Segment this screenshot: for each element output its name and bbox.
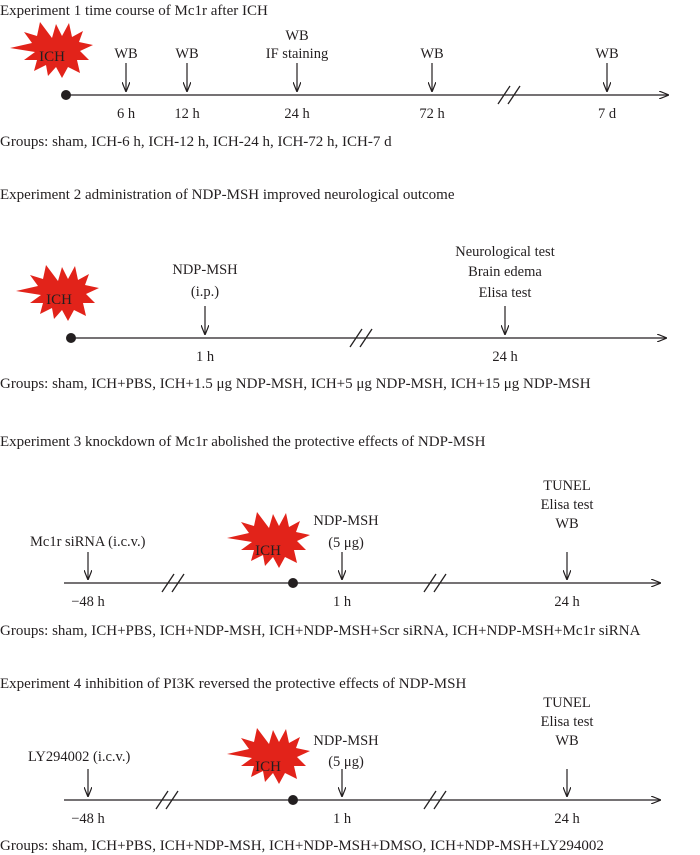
timepoint-event: NDP-MSH (i.p.) 1 h xyxy=(172,262,238,365)
event-label: WB xyxy=(595,46,618,62)
timepoint-event: Neurological test Brain edema Elisa test… xyxy=(455,244,554,365)
event-label: WB xyxy=(175,46,198,62)
timepoint-label: 24 h xyxy=(284,106,310,122)
event-label: Elisa test xyxy=(541,714,594,730)
timepoint-event: TUNEL Elisa test WB 24 h xyxy=(541,478,594,610)
groups-line: Groups: sham, ICH+PBS, ICH+NDP-MSH, ICH+… xyxy=(0,623,641,639)
event-label: LY294002 (i.c.v.) xyxy=(28,749,130,765)
event-label: NDP-MSH xyxy=(313,733,379,749)
event-label: (5 μg) xyxy=(328,754,364,770)
timepoint-label: 6 h xyxy=(117,106,136,122)
experiment-3-panel: Experiment 3 knockdown of Mc1r abolished… xyxy=(0,434,660,639)
event-label: NDP-MSH xyxy=(172,262,238,278)
timepoint-event: LY294002 (i.c.v.) −48 h xyxy=(28,749,130,827)
groups-line: Groups: sham, ICH+PBS, ICH+NDP-MSH, ICH+… xyxy=(0,838,604,854)
timepoint-label: 24 h xyxy=(554,594,580,610)
axis-break xyxy=(423,790,447,810)
timepoint-event: TUNEL Elisa test WB 24 h xyxy=(541,695,594,827)
ich-burst-icon xyxy=(10,22,93,78)
event-label: Elisa test xyxy=(479,285,532,301)
event-label: WB xyxy=(555,516,578,532)
event-label: NDP-MSH xyxy=(313,513,379,529)
event-label: Neurological test xyxy=(455,244,554,260)
timepoint-label: 72 h xyxy=(419,106,445,122)
axis-break xyxy=(161,573,185,593)
experiment-4-title: Experiment 4 inhibition of PI3K reversed… xyxy=(0,676,466,692)
ich-label: ICH xyxy=(39,49,65,65)
event-label: WB xyxy=(420,46,443,62)
timepoint-label: 24 h xyxy=(492,349,518,365)
timepoint-label: 1 h xyxy=(333,594,352,610)
experiment-2-title: Experiment 2 administration of NDP-MSH i… xyxy=(0,187,455,203)
event-label: Elisa test xyxy=(541,497,594,513)
ich-label: ICH xyxy=(255,759,281,775)
experiment-1-title: Experiment 1 time course of Mc1r after I… xyxy=(0,3,268,19)
ich-label: ICH xyxy=(46,292,72,308)
timepoint-event: WB 7 d xyxy=(595,46,618,122)
ich-burst-icon xyxy=(227,728,310,784)
event-label: WB xyxy=(285,28,308,44)
event-label: (5 μg) xyxy=(328,535,364,551)
axis-break xyxy=(423,573,447,593)
experiment-2-panel: Experiment 2 administration of NDP-MSH i… xyxy=(0,187,666,392)
timepoint-label: 7 d xyxy=(598,106,617,122)
event-label: WB xyxy=(555,733,578,749)
injury-onset-dot xyxy=(288,795,298,805)
timepoint-event: WB 72 h xyxy=(419,46,445,122)
timepoint-label: 12 h xyxy=(174,106,200,122)
timepoint-event: WB IF staining 24 h xyxy=(266,28,328,122)
event-label: TUNEL xyxy=(543,695,591,711)
axis-break xyxy=(349,328,373,348)
timepoint-label: 1 h xyxy=(196,349,215,365)
timepoint-event: WB 6 h xyxy=(114,46,137,122)
timepoint-event: NDP-MSH (5 μg) 1 h xyxy=(313,733,379,827)
ich-label: ICH xyxy=(255,543,281,559)
groups-line: Groups: sham, ICH+PBS, ICH+1.5 μg NDP-MS… xyxy=(0,376,591,392)
experiment-3-title: Experiment 3 knockdown of Mc1r abolished… xyxy=(0,434,486,450)
timepoint-event: WB 12 h xyxy=(174,46,200,122)
timepoint-label: −48 h xyxy=(71,811,105,827)
event-label: IF staining xyxy=(266,46,328,62)
event-label: Mc1r siRNA (i.c.v.) xyxy=(30,534,146,550)
groups-line: Groups: sham, ICH-6 h, ICH-12 h, ICH-24 … xyxy=(0,134,392,150)
event-label: (i.p.) xyxy=(191,284,219,300)
timepoint-label: 24 h xyxy=(554,811,580,827)
axis-break xyxy=(155,790,179,810)
axis-break xyxy=(497,85,521,105)
event-label: Brain edema xyxy=(468,264,542,280)
event-label: TUNEL xyxy=(543,478,591,494)
timepoint-event: Mc1r siRNA (i.c.v.) −48 h xyxy=(30,534,146,610)
timepoint-label: −48 h xyxy=(71,594,105,610)
ich-burst-icon xyxy=(227,512,310,568)
ich-burst-icon xyxy=(16,265,99,321)
timepoint-label: 1 h xyxy=(333,811,352,827)
event-label: WB xyxy=(114,46,137,62)
injury-onset-dot xyxy=(288,578,298,588)
timepoint-event: NDP-MSH (5 μg) 1 h xyxy=(313,513,379,610)
experiment-4-panel: Experiment 4 inhibition of PI3K reversed… xyxy=(0,676,660,854)
experiment-1-panel: Experiment 1 time course of Mc1r after I… xyxy=(0,3,668,150)
